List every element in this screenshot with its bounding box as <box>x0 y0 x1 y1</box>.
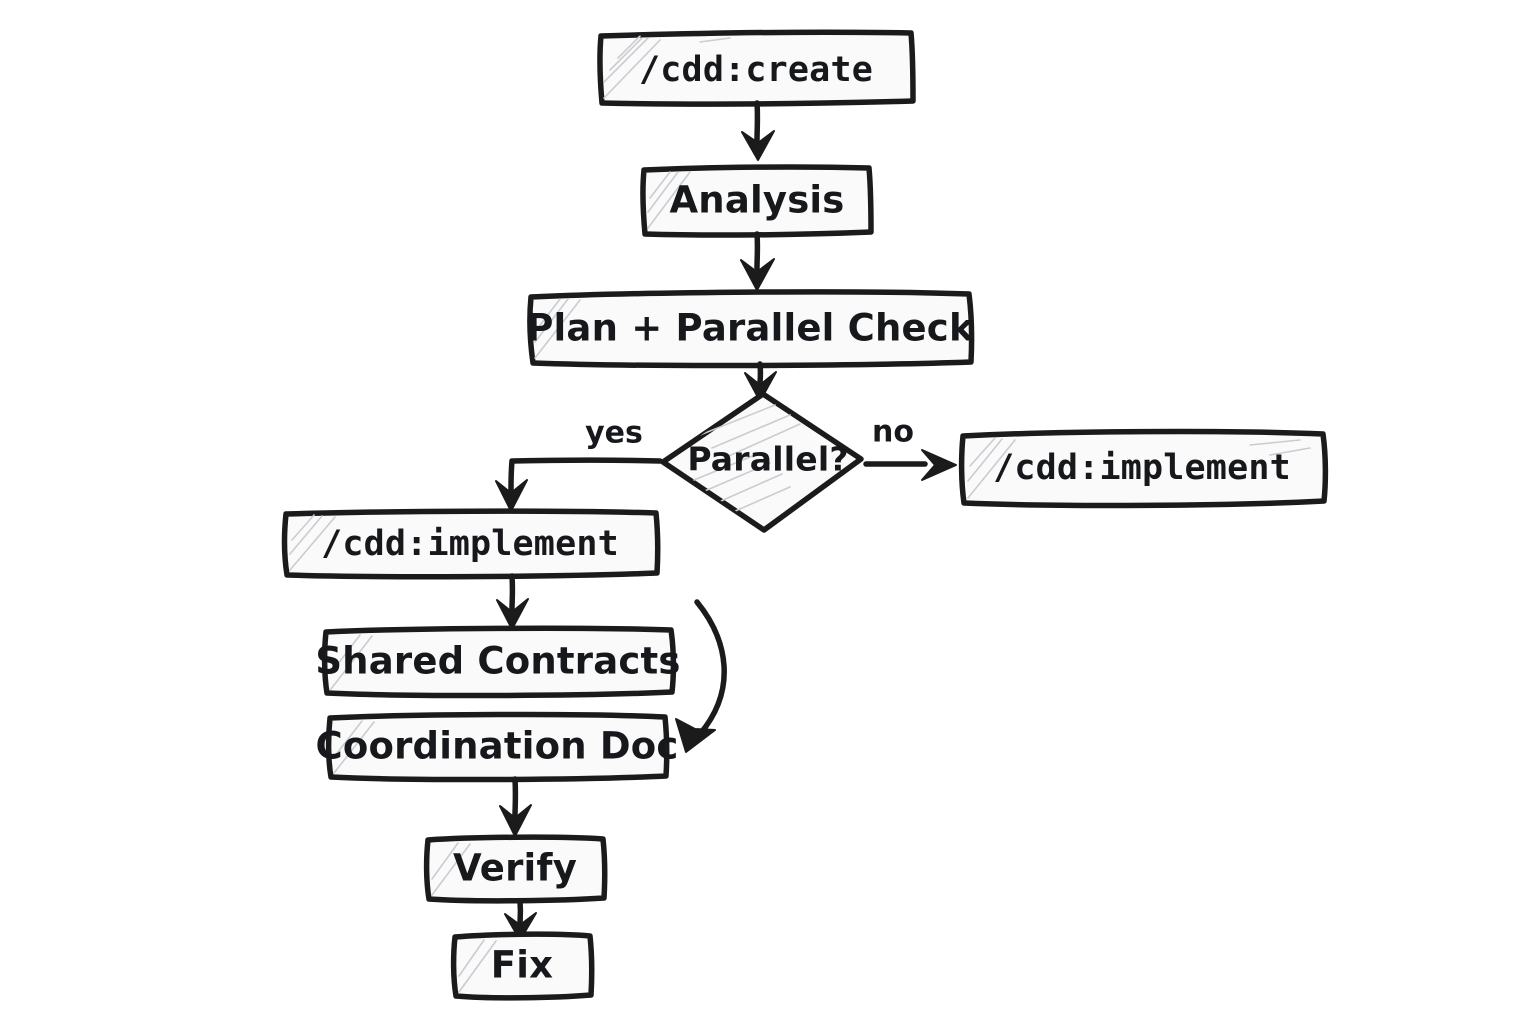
edge-parallel-yes: yes <box>495 416 663 512</box>
node-parallel-decision[interactable]: Parallel? <box>660 391 864 533</box>
edge-analysis-to-plan <box>740 231 775 291</box>
node-plan-parallel-check[interactable]: Plan + Parallel Check <box>526 289 975 369</box>
node-label-parallel-decision: Parallel? <box>687 440 848 479</box>
node-label-cdd-implement-yes: /cdd:implement <box>321 524 619 564</box>
node-label-plan-parallel-check: Plan + Parallel Check <box>526 307 975 350</box>
edge-implement-to-coordination <box>675 599 727 753</box>
edge-label-yes: yes <box>585 416 643 451</box>
edge-plan-to-parallel <box>744 361 777 402</box>
node-label-coordination-doc: Coordination Doc <box>316 725 679 768</box>
node-label-cdd-create: /cdd:create <box>639 50 873 90</box>
edge-label-no: no <box>872 415 914 450</box>
node-label-cdd-implement-no: /cdd:implement <box>993 448 1291 488</box>
node-analysis[interactable]: Analysis <box>640 164 874 238</box>
node-label-shared-contracts: Shared Contracts <box>315 640 680 683</box>
node-label-verify: Verify <box>453 847 577 890</box>
edge-parallel-no: no <box>863 415 957 481</box>
node-fix[interactable]: Fix <box>450 931 595 1001</box>
node-label-analysis: Analysis <box>669 179 844 222</box>
node-label-fix: Fix <box>491 944 553 987</box>
node-cdd-implement-yes[interactable]: /cdd:implement <box>281 508 661 580</box>
node-cdd-create[interactable]: /cdd:create <box>597 29 916 107</box>
node-shared-contracts[interactable]: Shared Contracts <box>315 625 680 699</box>
edge-coordination-to-verify <box>499 776 532 837</box>
edge-implement-to-contracts <box>496 573 529 630</box>
node-coordination-doc[interactable]: Coordination Doc <box>316 711 679 783</box>
node-cdd-implement-no[interactable]: /cdd:implement <box>958 428 1329 509</box>
edge-verify-to-fix <box>504 898 537 941</box>
node-verify[interactable]: Verify <box>423 834 608 904</box>
edge-create-to-analysis <box>741 100 775 161</box>
